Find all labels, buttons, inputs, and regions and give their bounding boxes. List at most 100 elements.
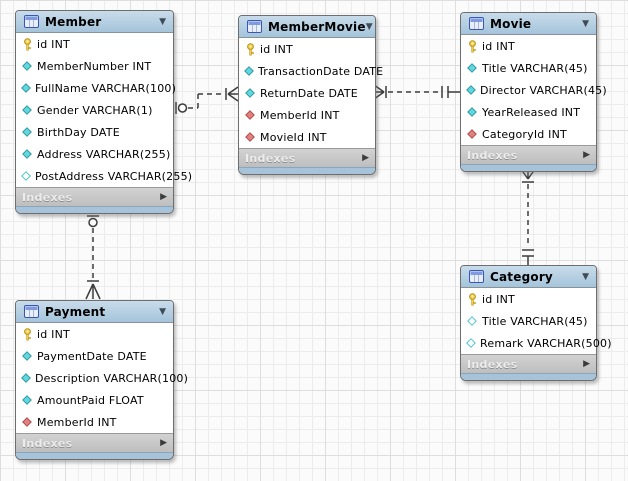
column-label: ReturnDate DATE bbox=[260, 86, 358, 100]
column-notnull-icon bbox=[21, 149, 33, 159]
primary-key-icon bbox=[244, 42, 256, 56]
table-title: Category bbox=[490, 269, 553, 284]
column-label: AmountPaid FLOAT bbox=[37, 393, 144, 407]
column-row[interactable]: PostAddress VARCHAR(255) bbox=[16, 165, 192, 187]
table-member[interactable]: Member ▼ id INT MemberNumber INT FullNam… bbox=[15, 10, 192, 214]
column-row[interactable]: Remark VARCHAR(500) bbox=[461, 332, 612, 354]
table-bottom-strip bbox=[461, 373, 596, 380]
column-nullable-icon bbox=[466, 338, 476, 348]
column-label: MemberId INT bbox=[260, 108, 340, 122]
table-movie[interactable]: Movie ▼ id INT Title VARCHAR(45) Directo… bbox=[460, 12, 607, 172]
column-row[interactable]: Director VARCHAR(45) bbox=[461, 79, 607, 101]
expand-arrow-icon[interactable]: ▶ bbox=[583, 150, 590, 160]
column-row[interactable]: YearReleased INT bbox=[461, 101, 596, 123]
column-row[interactable]: BirthDay DATE bbox=[16, 121, 173, 143]
column-notnull-icon bbox=[21, 351, 33, 361]
table-icon bbox=[469, 270, 484, 283]
column-notnull-icon bbox=[244, 66, 254, 76]
column-label: id INT bbox=[482, 39, 515, 53]
collapse-triangle-icon[interactable]: ▼ bbox=[582, 271, 589, 282]
column-label: Remark VARCHAR(500) bbox=[480, 336, 612, 350]
column-label: Director VARCHAR(45) bbox=[480, 83, 607, 97]
column-row[interactable]: ReturnDate DATE bbox=[239, 82, 375, 104]
table-header[interactable]: MemberMovie ▼ bbox=[239, 16, 375, 38]
column-row[interactable]: Title VARCHAR(45) bbox=[461, 57, 596, 79]
column-notnull-icon bbox=[21, 127, 33, 137]
column-label: Gender VARCHAR(1) bbox=[37, 103, 153, 117]
column-label: MovieId INT bbox=[260, 130, 327, 144]
column-row[interactable]: Title VARCHAR(45) bbox=[461, 310, 596, 332]
column-row[interactable]: Address VARCHAR(255) bbox=[16, 143, 173, 165]
expand-arrow-icon[interactable]: ▶ bbox=[362, 153, 369, 163]
table-header[interactable]: Member ▼ bbox=[16, 11, 173, 33]
table-icon bbox=[469, 17, 484, 30]
expand-arrow-icon[interactable]: ▶ bbox=[160, 192, 167, 202]
relationship-line-membermovie-movie[interactable] bbox=[373, 84, 460, 100]
column-label: PaymentDate DATE bbox=[37, 349, 147, 363]
column-row[interactable]: CategoryId INT bbox=[461, 123, 596, 145]
column-row[interactable]: id INT bbox=[16, 33, 173, 55]
table-bottom-strip bbox=[239, 167, 375, 174]
collapse-triangle-icon[interactable]: ▼ bbox=[159, 16, 166, 27]
column-row[interactable]: FullName VARCHAR(100) bbox=[16, 77, 176, 99]
indexes-bar[interactable]: Indexes ▶ bbox=[239, 148, 375, 167]
foreign-key-icon bbox=[244, 132, 256, 142]
column-row[interactable]: id INT bbox=[239, 38, 375, 60]
relationship-line-movie-category[interactable] bbox=[520, 168, 536, 265]
table-icon bbox=[24, 15, 39, 28]
relationship-line-member-payment[interactable] bbox=[85, 211, 101, 300]
column-row[interactable]: MemberId INT bbox=[16, 411, 173, 433]
foreign-key-icon bbox=[244, 110, 256, 120]
column-row[interactable]: TransactionDate DATE bbox=[239, 60, 383, 82]
column-row[interactable]: id INT bbox=[461, 35, 596, 57]
column-list: id INT Title VARCHAR(45) Director VARCHA… bbox=[461, 35, 607, 145]
table-header[interactable]: Payment ▼ bbox=[16, 301, 173, 323]
foreign-key-icon bbox=[466, 129, 478, 139]
collapse-triangle-icon[interactable]: ▼ bbox=[582, 18, 589, 29]
column-row[interactable]: MemberId INT bbox=[239, 104, 375, 126]
table-payment[interactable]: Payment ▼ id INT PaymentDate DATE Descri… bbox=[15, 300, 188, 460]
column-row[interactable]: Gender VARCHAR(1) bbox=[16, 99, 173, 121]
column-label: YearReleased INT bbox=[482, 105, 581, 119]
column-notnull-icon bbox=[21, 395, 33, 405]
table-bottom-strip bbox=[461, 164, 596, 171]
column-label: id INT bbox=[482, 292, 515, 306]
indexes-label: Indexes bbox=[22, 190, 73, 204]
indexes-bar[interactable]: Indexes ▶ bbox=[16, 187, 173, 206]
primary-key-icon bbox=[21, 37, 33, 51]
collapse-triangle-icon[interactable]: ▼ bbox=[365, 21, 373, 32]
column-label: Address VARCHAR(255) bbox=[37, 147, 171, 161]
column-row[interactable]: id INT bbox=[16, 323, 173, 345]
table-title: Payment bbox=[45, 304, 106, 319]
primary-key-icon bbox=[21, 327, 33, 341]
indexes-bar[interactable]: Indexes ▶ bbox=[461, 354, 596, 373]
table-header[interactable]: Category ▼ bbox=[461, 266, 596, 288]
column-label: Title VARCHAR(45) bbox=[482, 314, 588, 328]
column-notnull-icon bbox=[21, 83, 31, 93]
column-row[interactable]: id INT bbox=[461, 288, 596, 310]
table-title: MemberMovie bbox=[268, 19, 366, 34]
table-header[interactable]: Movie ▼ bbox=[461, 13, 596, 35]
indexes-label: Indexes bbox=[467, 357, 518, 371]
column-row[interactable]: AmountPaid FLOAT bbox=[16, 389, 173, 411]
indexes-bar[interactable]: Indexes ▶ bbox=[16, 433, 173, 452]
column-row[interactable]: PaymentDate DATE bbox=[16, 345, 173, 367]
indexes-bar[interactable]: Indexes ▶ bbox=[461, 145, 596, 164]
column-row[interactable]: MemberNumber INT bbox=[16, 55, 173, 77]
expand-arrow-icon[interactable]: ▶ bbox=[160, 438, 167, 448]
column-row[interactable]: Description VARCHAR(100) bbox=[16, 367, 188, 389]
primary-key-icon bbox=[466, 39, 478, 53]
table-category[interactable]: Category ▼ id INT Title VARCHAR(45) Rema… bbox=[460, 265, 612, 381]
expand-arrow-icon[interactable]: ▶ bbox=[583, 359, 590, 369]
table-title: Movie bbox=[490, 16, 532, 31]
table-title: Member bbox=[45, 14, 102, 29]
relationship-line-member-membermovie[interactable] bbox=[172, 86, 239, 114]
column-notnull-icon bbox=[21, 105, 33, 115]
collapse-triangle-icon[interactable]: ▼ bbox=[159, 306, 166, 317]
table-membermovie[interactable]: MemberMovie ▼ id INT TransactionDate DAT… bbox=[238, 15, 383, 175]
column-row[interactable]: MovieId INT bbox=[239, 126, 375, 148]
foreign-key-icon bbox=[21, 417, 33, 427]
column-list: id INT Title VARCHAR(45) Remark VARCHAR(… bbox=[461, 288, 612, 354]
